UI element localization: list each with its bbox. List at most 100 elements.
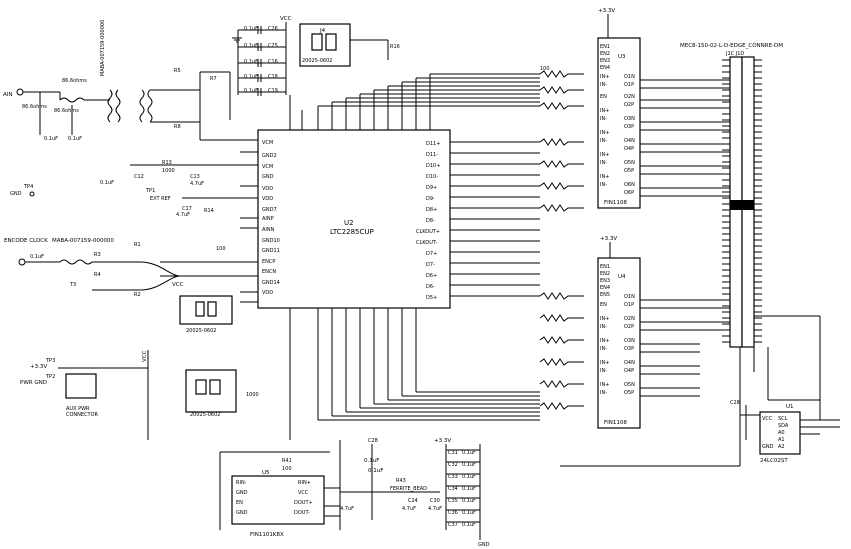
svg-text:A2: A2 <box>778 444 785 450</box>
adc-left-pin-stubs <box>240 139 258 303</box>
svg-text:EN4: EN4 <box>600 65 610 71</box>
j2-jumper: VCC 20025-0602 <box>172 282 233 334</box>
svg-text:D5+: D5+ <box>426 295 437 301</box>
adc-bottom-pin-stubs <box>289 308 540 440</box>
svg-text:TP4: TP4 <box>23 184 33 190</box>
svg-text:C28: C28 <box>730 400 740 406</box>
svg-text:A1: A1 <box>778 437 785 443</box>
svg-text:LTC2285CUP: LTC2285CUP <box>330 228 374 236</box>
svg-text:IN+: IN+ <box>600 360 609 366</box>
svg-text:R3: R3 <box>94 252 101 258</box>
svg-text:GND: GND <box>10 191 22 197</box>
top-vcc-label: VCC <box>280 16 292 95</box>
svg-text:C32: C32 <box>448 462 458 468</box>
bottom-decoupling: 0.1uF 0.1uF C28 R43 FERRITE_BEAD 4.7uF C… <box>340 438 442 520</box>
svg-text:ENCODE CLOCK: ENCODE CLOCK <box>4 238 48 244</box>
svg-text:TP1: TP1 <box>145 188 155 194</box>
svg-text:IN+: IN+ <box>600 316 609 322</box>
adc-right-pin-stubs <box>450 141 540 297</box>
svg-text:PWR GND: PWR GND <box>20 380 47 386</box>
svg-text:100: 100 <box>282 466 292 472</box>
svg-text:CONNECTOR: CONNECTOR <box>66 412 99 418</box>
svg-text:IN+: IN+ <box>600 338 609 344</box>
svg-text:0.1uF: 0.1uF <box>30 254 44 260</box>
svg-text:IN+: IN+ <box>600 108 609 114</box>
svg-text:IN+: IN+ <box>600 152 609 158</box>
svg-text:20025-0602: 20025-0602 <box>190 412 220 418</box>
svg-text:J4: J4 <box>319 28 326 34</box>
svg-text:VDD: VDD <box>262 186 273 192</box>
j3-jumper: 20025-0602 1000 <box>185 369 259 418</box>
svg-text:C37: C37 <box>448 522 458 528</box>
svg-text:0.1uF: 0.1uF <box>462 510 476 516</box>
svg-text:ENCP: ENCP <box>262 259 275 265</box>
svg-text:O2N: O2N <box>624 316 635 322</box>
svg-text:D7+: D7+ <box>426 251 437 257</box>
svg-text:VDD: VDD <box>262 290 273 296</box>
bottom-right-cap-bank: +3.3V C31 C32 C33 C34 C35 C36 C37 0.1uF … <box>434 438 490 548</box>
svg-text:D8-: D8- <box>426 218 435 224</box>
svg-text:0.1uF: 0.1uF <box>100 180 114 186</box>
svg-text:IN-: IN- <box>600 346 607 352</box>
svg-text:0.1uF: 0.1uF <box>462 522 476 528</box>
svg-text:D9+: D9+ <box>426 185 437 191</box>
svg-text:0.1uF: 0.1uF <box>462 486 476 492</box>
svg-text:20025-0602: 20025-0602 <box>186 328 216 334</box>
svg-text:MEC8-150-02-L-D-EDGE_CONNRE-DM: MEC8-150-02-L-D-EDGE_CONNRE-DM <box>680 43 783 49</box>
svg-text:O3P: O3P <box>624 346 634 352</box>
svg-text:O4P: O4P <box>624 146 634 152</box>
svg-text:EN1: EN1 <box>600 264 610 270</box>
svg-text:O6P: O6P <box>624 190 634 196</box>
svg-text:A0: A0 <box>778 430 785 436</box>
svg-text:U4: U4 <box>618 274 626 280</box>
svg-text:O3N: O3N <box>624 116 635 122</box>
svg-text:IN-: IN- <box>600 182 607 188</box>
svg-text:GND10: GND10 <box>262 238 280 244</box>
svg-text:U5: U5 <box>262 470 270 476</box>
svg-text:D7-: D7- <box>426 262 435 268</box>
svg-text:0.1uF: 0.1uF <box>244 26 258 32</box>
svg-text:4.7uF: 4.7uF <box>176 212 190 218</box>
fin1101-u5: U5 RIN- GND EN GND RIN+ VCC DOUT+ DOUT- … <box>219 440 341 538</box>
svg-text:C36: C36 <box>448 510 458 516</box>
svg-text:DOUT-: DOUT- <box>294 510 310 516</box>
svg-text:D10-: D10- <box>426 174 438 180</box>
ain-input: AIN 86.6ohms 86.6ohms 86.6ohms 0.1uF 0.1… <box>3 78 110 142</box>
svg-text:FIN1108: FIN1108 <box>604 420 627 426</box>
top-33v-label: +3.3V <box>598 8 615 38</box>
svg-text:R4: R4 <box>94 272 101 278</box>
svg-text:VCM: VCM <box>262 164 273 170</box>
fin1108-u4: +3.3V U4 FIN1108 EN1 EN2 EN3 EN4 EN5 EN … <box>597 236 641 429</box>
svg-text:100: 100 <box>540 66 550 72</box>
svg-text:4.7uF: 4.7uF <box>190 181 204 187</box>
svg-text:O1P: O1P <box>624 82 634 88</box>
svg-text:EN3: EN3 <box>600 278 610 284</box>
svg-text:D11-: D11- <box>426 152 438 158</box>
svg-text:RIN+: RIN+ <box>298 480 311 486</box>
svg-text:GND14: GND14 <box>262 280 280 286</box>
top-decoupling-caps: 0.1uF C26 0.1uF C25 0.1uF C16 0.1uF C18 … <box>237 26 286 96</box>
svg-text:0.1uF: 0.1uF <box>244 59 258 65</box>
gnd-symbol <box>232 37 242 43</box>
svg-text:T3: T3 <box>69 282 76 288</box>
svg-text:IN+: IN+ <box>600 74 609 80</box>
svg-text:R1: R1 <box>134 242 141 248</box>
svg-text:0.1uF: 0.1uF <box>462 474 476 480</box>
svg-text:VCC: VCC <box>762 416 773 422</box>
svg-text:O1P: O1P <box>624 302 634 308</box>
resistor-array-u4 <box>539 292 584 410</box>
svg-text:O2P: O2P <box>624 102 634 108</box>
svg-text:IN+: IN+ <box>600 174 609 180</box>
svg-text:O6N: O6N <box>624 182 635 188</box>
ain-transformers: MABA-007159-000000 R5 R8 R7 <box>100 20 258 141</box>
svg-text:C13: C13 <box>190 174 200 180</box>
svg-text:+3.3V: +3.3V <box>434 438 451 444</box>
svg-text:CLKOUT-: CLKOUT- <box>416 240 437 246</box>
svg-text:IN+: IN+ <box>600 382 609 388</box>
svg-text:J1C J1D: J1C J1D <box>725 51 744 57</box>
svg-text:IN+: IN+ <box>600 130 609 136</box>
svg-text:D9-: D9- <box>426 196 435 202</box>
svg-text:VCC: VCC <box>298 490 309 496</box>
j4-jumper: J4 20025-0602 R16 <box>299 23 400 67</box>
